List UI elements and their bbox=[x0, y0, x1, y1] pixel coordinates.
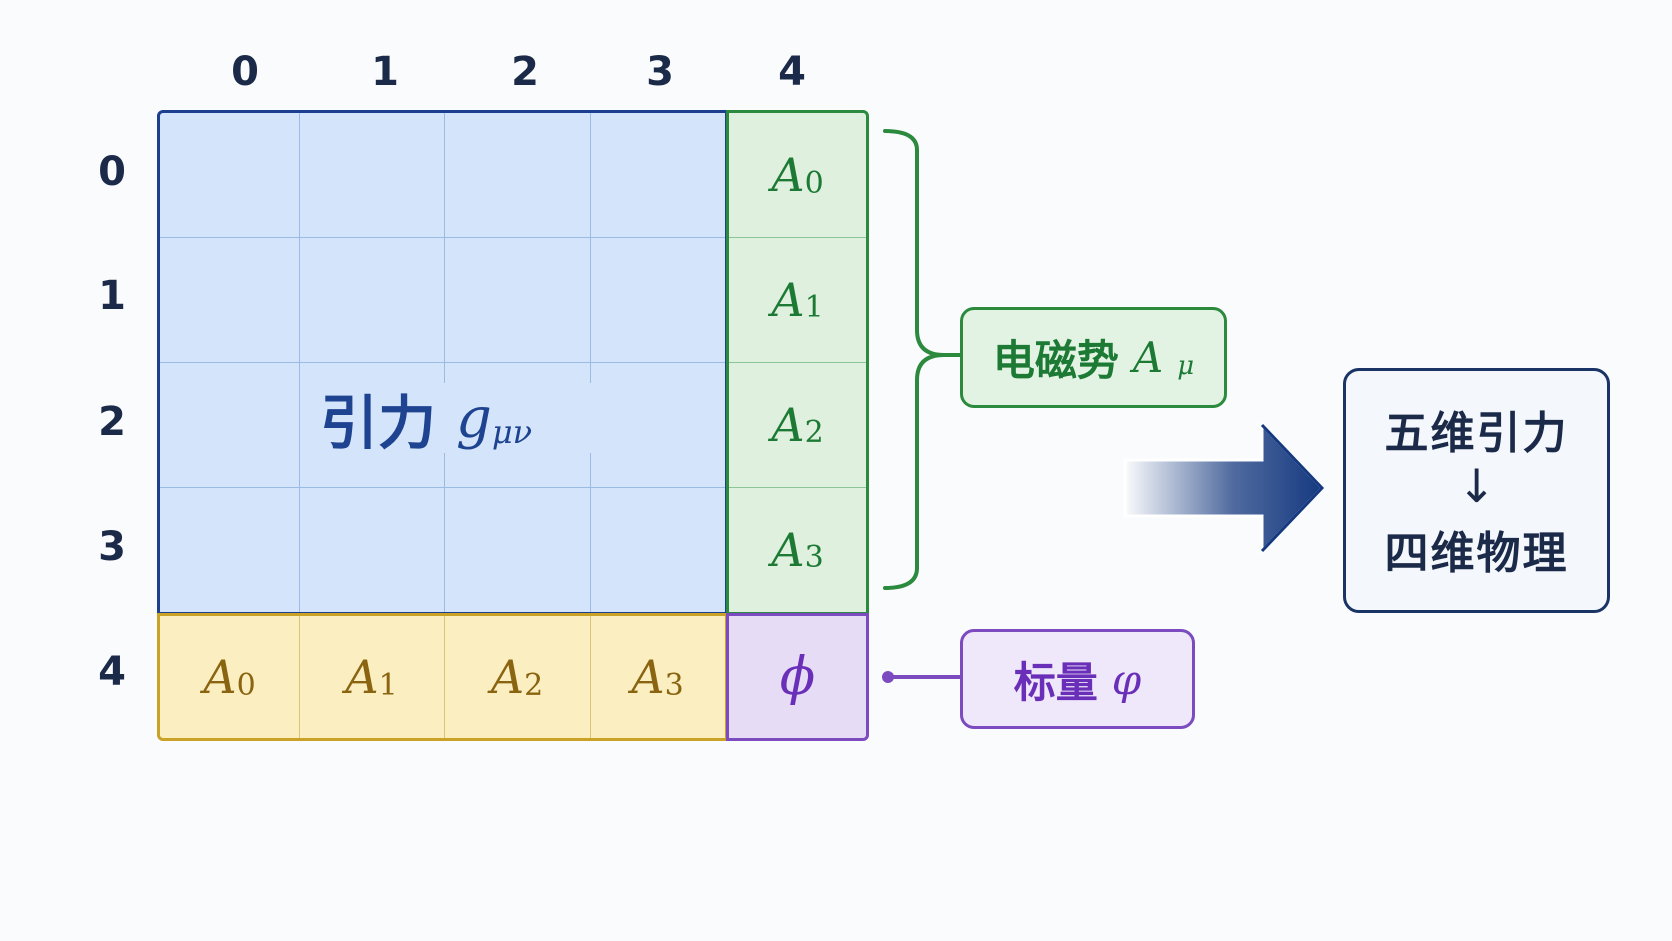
em-divider-3 bbox=[729, 487, 866, 488]
transition-arrow bbox=[1123, 421, 1325, 555]
gravity-text: 引力 bbox=[320, 389, 437, 457]
grid-line-h2 bbox=[160, 362, 725, 363]
result-bottom-text: 四维物理 bbox=[1384, 528, 1569, 579]
column-index-1: 1 bbox=[371, 49, 399, 95]
gravity-subscript: μν bbox=[491, 413, 533, 451]
row-index-2: 2 bbox=[98, 399, 126, 445]
row4-divider-2 bbox=[444, 616, 445, 738]
row-index-0: 0 bbox=[98, 149, 126, 195]
grid-line-h3 bbox=[160, 487, 725, 488]
column-index-4: 4 bbox=[778, 49, 806, 95]
down-arrow-icon: ↓ bbox=[1457, 459, 1496, 513]
row-index-1: 1 bbox=[98, 273, 126, 319]
result-box: 五维引力 ↓ 四维物理 bbox=[1343, 368, 1610, 613]
scalar-corner-cell: ϕ bbox=[726, 613, 869, 741]
row-index-3: 3 bbox=[98, 524, 126, 570]
row4-divider-1 bbox=[299, 616, 300, 738]
grid-line-h1 bbox=[160, 237, 725, 238]
column-index-0: 0 bbox=[231, 49, 259, 95]
result-top-text: 五维引力 bbox=[1384, 408, 1569, 459]
row4-divider-3 bbox=[590, 616, 591, 738]
em-divider-1 bbox=[729, 237, 866, 238]
row-index-4: 4 bbox=[98, 649, 126, 695]
column-index-2: 2 bbox=[511, 49, 539, 95]
column-index-3: 3 bbox=[646, 49, 674, 95]
em-divider-2 bbox=[729, 362, 866, 363]
gravity-symbol: g bbox=[456, 385, 492, 451]
em-brace bbox=[883, 129, 945, 590]
